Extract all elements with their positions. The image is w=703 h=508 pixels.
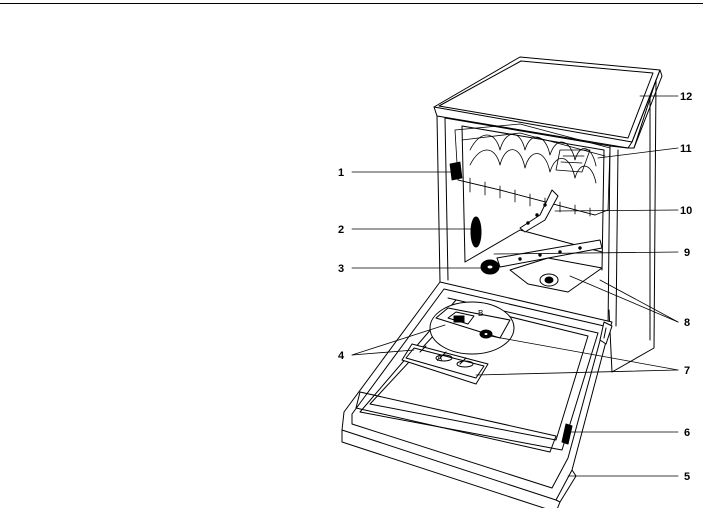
callout-6: 6 bbox=[684, 427, 690, 439]
callout-8: 8 bbox=[684, 317, 690, 329]
callout-2: 2 bbox=[338, 224, 344, 236]
leader-10 bbox=[555, 210, 678, 211]
callout-5: 5 bbox=[684, 471, 690, 483]
callout-1: 1 bbox=[338, 167, 344, 179]
callout-12: 12 bbox=[680, 91, 692, 103]
upper-spray-arm bbox=[520, 190, 558, 232]
worktop bbox=[434, 57, 662, 148]
detail-magnifier bbox=[430, 302, 514, 354]
detail-label-a: A bbox=[437, 354, 443, 363]
callout-7: 7 bbox=[684, 365, 690, 377]
callout-3: 3 bbox=[338, 263, 344, 275]
detail-label-b: B bbox=[478, 309, 483, 318]
callout-10: 10 bbox=[680, 205, 692, 217]
water-hardness-dial bbox=[481, 260, 499, 274]
salt-container bbox=[471, 217, 481, 247]
callout-11: 11 bbox=[680, 143, 692, 155]
leader-8a bbox=[570, 276, 678, 322]
callout-4: 4 bbox=[338, 350, 345, 362]
leader-8b bbox=[600, 280, 678, 322]
filters bbox=[510, 258, 602, 292]
callout-9: 9 bbox=[684, 247, 690, 259]
